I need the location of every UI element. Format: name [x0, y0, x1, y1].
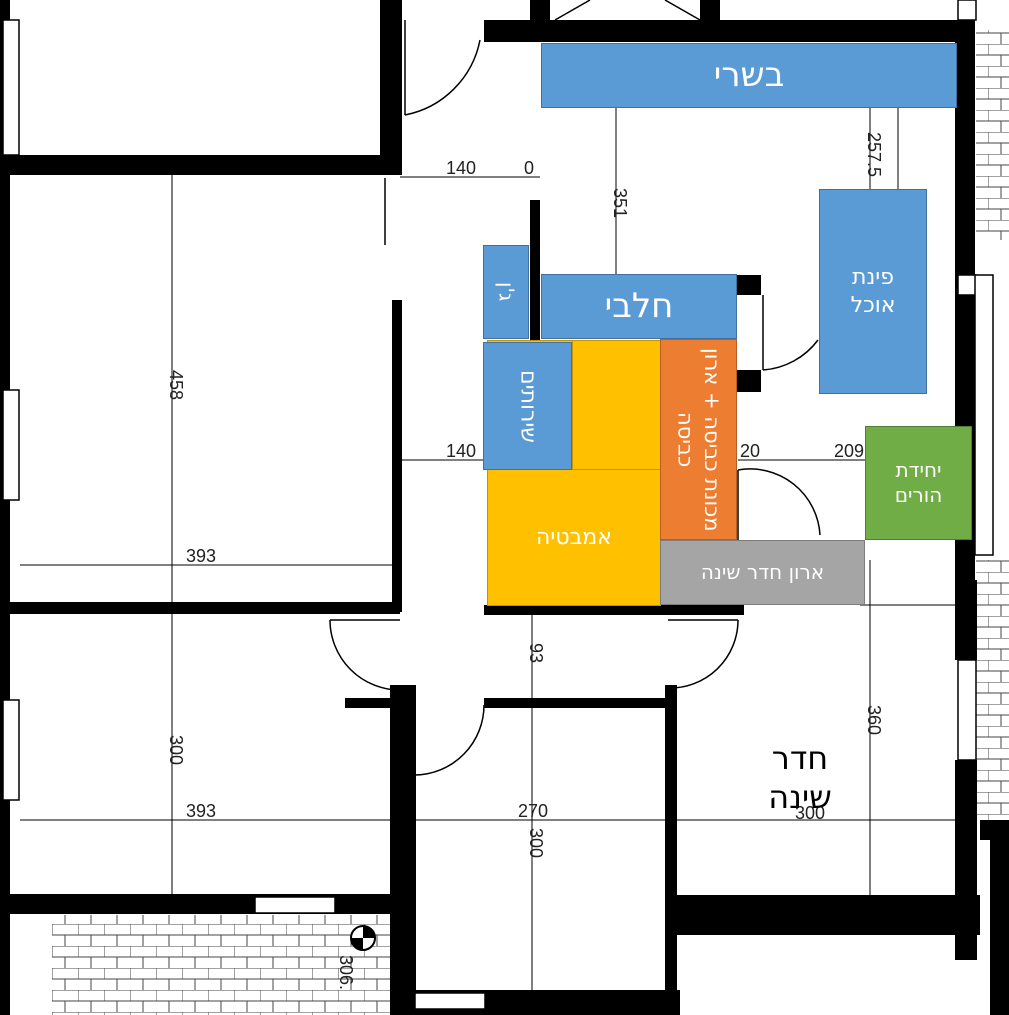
dimension-lines [20, 108, 955, 990]
doors [329, 0, 821, 776]
zone-meat-label: בשרי [713, 55, 785, 96]
dim-20: 20 [740, 441, 760, 461]
dim-360: 360 [864, 705, 884, 735]
balcony-bottom-left [52, 915, 392, 1015]
dim-270: 270 [518, 801, 548, 821]
dim-393-upper: 393 [186, 546, 216, 566]
zone-laundry: מכונת כביסה + ארון כביסה [660, 339, 737, 540]
zone-wardrobe: ארון חדר שינה [660, 540, 865, 605]
room-bedroom: חדר שינה [740, 735, 860, 820]
section-marker-icon [350, 925, 376, 951]
dim-140-mid: 140 [446, 441, 476, 461]
windows [2, 0, 994, 1010]
zone-pantry: ג'ן [483, 245, 529, 339]
zone-dairy-label: חלבי [604, 286, 674, 327]
dim-300-left: 300 [166, 735, 186, 765]
zone-services: שירותים [483, 342, 572, 470]
dim-351: 351 [610, 188, 630, 218]
dim-300-center: 300 [526, 828, 546, 858]
zone-laundry-label: מכונת כביסה + ארון כביסה [673, 347, 724, 532]
balcony-right-bottom [976, 560, 1009, 820]
zone-bathtub-label: אמבטיה [536, 525, 612, 551]
balcony-right-top [976, 30, 1009, 240]
zone-parents: יחידת הורים [865, 426, 972, 540]
dim-93: 93 [526, 643, 546, 663]
zone-bath-divider-v [572, 340, 573, 470]
dimension-labels: 140 0 140 393 393 270 20 209 300 458 300… [166, 132, 884, 990]
dim-300-right: 300 [795, 803, 825, 823]
room-bedroom-label: חדר שינה [768, 739, 832, 816]
dim-306-bottom: 306. [336, 955, 356, 990]
dim-393-lower: 393 [186, 801, 216, 821]
zone-dining: פינת אוכל [819, 189, 927, 394]
zone-parents-label: יחידת הורים [894, 458, 943, 507]
dim-257-5: 257.5 [864, 132, 884, 177]
zone-wardrobe-label: ארון חדר שינה [700, 560, 825, 584]
zone-pantry-label: ג'ן [494, 282, 519, 302]
zone-bathtub: אמבטיה [487, 340, 661, 606]
zone-dining-label: פינת אוכל [850, 265, 896, 318]
zone-dairy: חלבי [541, 274, 737, 339]
dim-140-top: 140 [446, 158, 476, 178]
dim-458: 458 [166, 370, 186, 400]
dim-209: 209 [834, 441, 864, 461]
zone-services-label: שירותים [515, 369, 541, 443]
zone-meat: בשרי [541, 43, 957, 108]
zone-bath-divider [487, 469, 661, 470]
dim-0-top: 0 [524, 158, 534, 178]
